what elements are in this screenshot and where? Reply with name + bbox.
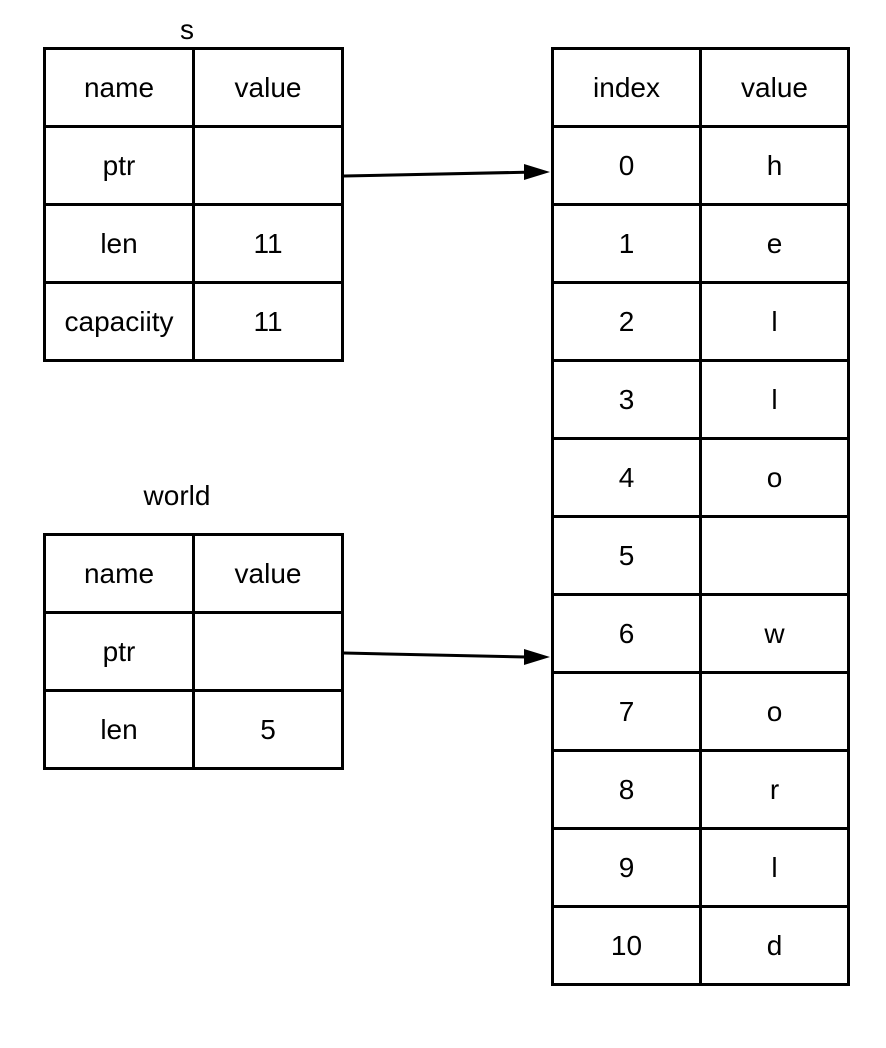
table-header-row: index value: [551, 47, 850, 128]
index-cell: 4: [551, 437, 702, 518]
s-ptr-arrowhead: [524, 164, 550, 180]
index-cell: 0: [551, 125, 702, 206]
field-name-cell: len: [43, 203, 195, 284]
byte-value-cell: d: [699, 905, 850, 986]
header-cell-name: name: [43, 533, 195, 614]
world-ptr-arrowhead: [524, 649, 550, 665]
header-cell-index: index: [551, 47, 702, 128]
table-header-row: name value: [43, 533, 344, 614]
byte-value-cell: o: [699, 671, 850, 752]
table-header-row: name value: [43, 47, 344, 128]
table-row: ptr: [43, 125, 344, 206]
field-name-cell: ptr: [43, 125, 195, 206]
index-cell: 6: [551, 593, 702, 674]
byte-value-cell: l: [699, 281, 850, 362]
field-value-cell: [192, 125, 344, 206]
field-name-cell: len: [43, 689, 195, 770]
header-cell-value: value: [192, 47, 344, 128]
header-cell-value: value: [192, 533, 344, 614]
table-row: capaciity 11: [43, 281, 344, 362]
table-row: 5: [551, 515, 850, 596]
world-title: world: [143, 480, 211, 511]
byte-value-cell: e: [699, 203, 850, 284]
table-row: len 5: [43, 689, 344, 770]
index-cell: 9: [551, 827, 702, 908]
index-cell: 5: [551, 515, 702, 596]
field-value-cell: [192, 611, 344, 692]
s-struct-table: name value ptr len 11 capaciity 11: [43, 47, 344, 362]
field-value-cell: 11: [192, 203, 344, 284]
s-title: s: [180, 14, 194, 45]
index-cell: 7: [551, 671, 702, 752]
byte-value-cell: [699, 515, 850, 596]
index-cell: 2: [551, 281, 702, 362]
field-value-cell: 11: [192, 281, 344, 362]
byte-value-cell: w: [699, 593, 850, 674]
byte-value-cell: r: [699, 749, 850, 830]
field-name-cell: ptr: [43, 611, 195, 692]
world-ptr-arrow: [343, 651, 527, 659]
field-name-cell: capaciity: [43, 281, 195, 362]
s-ptr-arrow: [343, 170, 537, 178]
byte-value-cell: h: [699, 125, 850, 206]
table-row: len 11: [43, 203, 344, 284]
index-cell: 3: [551, 359, 702, 440]
index-cell: 1: [551, 203, 702, 284]
byte-value-cell: l: [699, 827, 850, 908]
byte-value-cell: l: [699, 359, 850, 440]
index-cell: 8: [551, 749, 702, 830]
table-row: ptr: [43, 611, 344, 692]
world-struct-table: name value ptr len 5: [43, 533, 344, 770]
header-cell-name: name: [43, 47, 195, 128]
index-cell: 10: [551, 905, 702, 986]
byte-value-cell: o: [699, 437, 850, 518]
field-value-cell: 5: [192, 689, 344, 770]
header-cell-value: value: [699, 47, 850, 128]
